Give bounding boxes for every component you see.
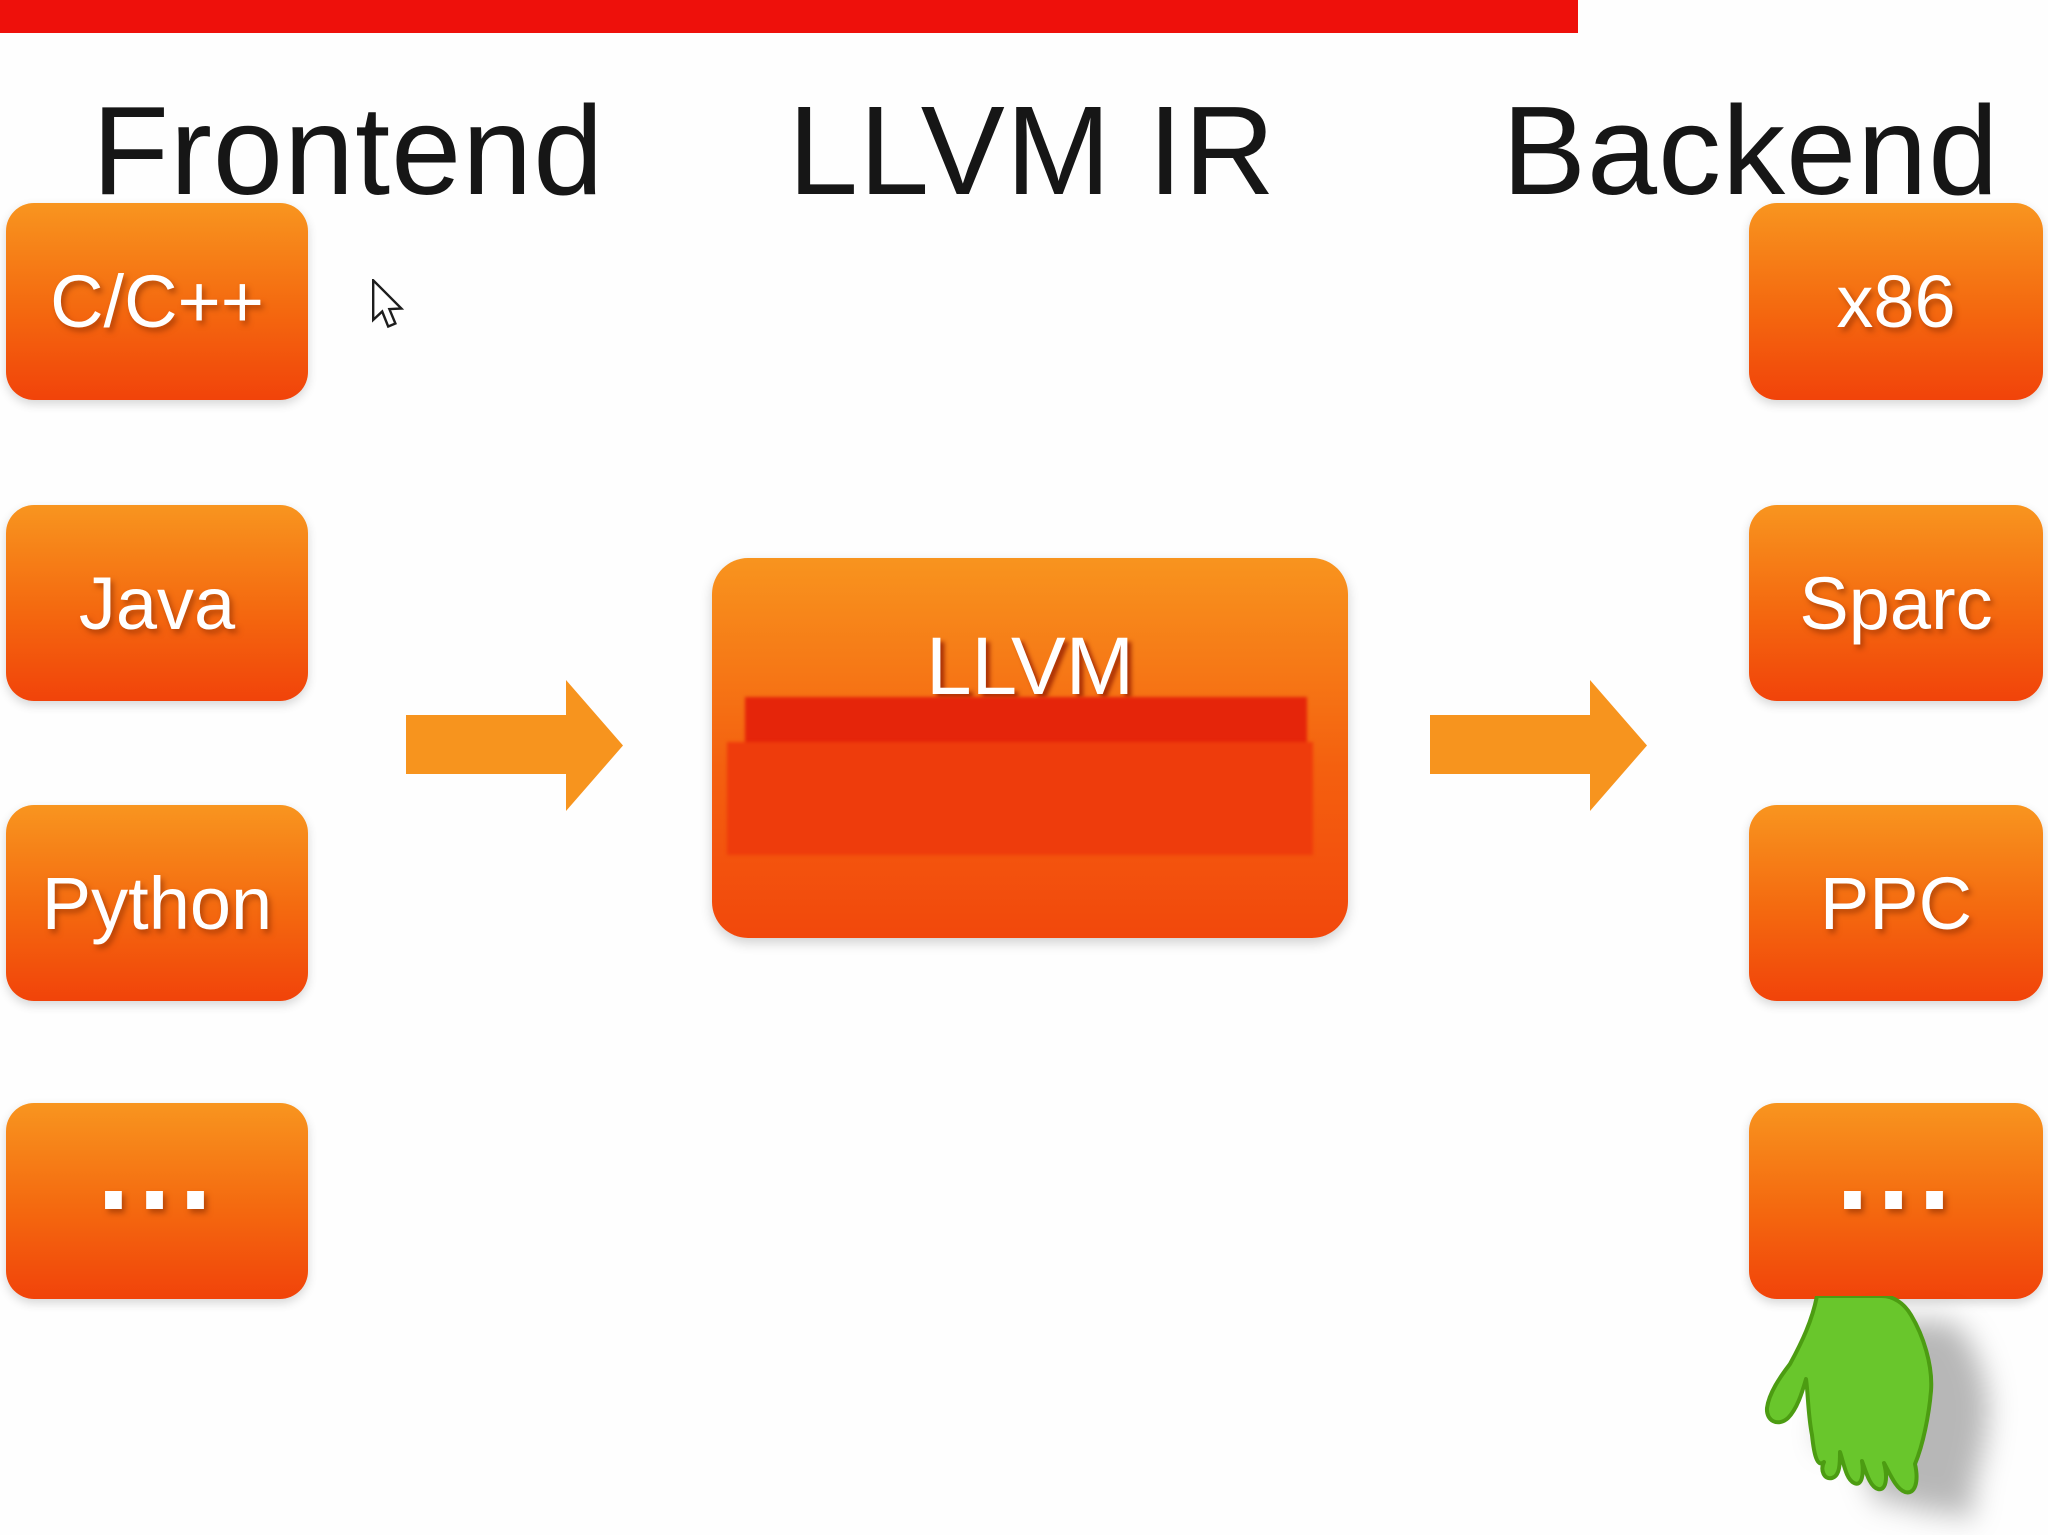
backend-box-x86: x86 <box>1749 203 2043 400</box>
backend-box-sparc-label: Sparc <box>1799 561 1993 645</box>
green-hand-pointer-icon <box>1764 1296 1934 1495</box>
backend-box-ellipsis: ... <box>1749 1103 2043 1299</box>
backend-box-ppc-label: PPC <box>1819 861 1973 945</box>
frontend-box-python-label: Python <box>41 861 273 945</box>
backend-box-x86-label: x86 <box>1836 260 1956 343</box>
frontend-box-c-cpp-label: C/C++ <box>50 260 264 343</box>
arrow-llvm-to-backend-icon <box>1430 680 1647 811</box>
video-progress-bar[interactable] <box>0 0 1578 33</box>
llvm-ir-box-label: LLVM <box>925 621 1135 712</box>
frontend-box-ellipsis-label: ... <box>95 1122 219 1232</box>
frontend-box-ellipsis: ... <box>6 1103 308 1299</box>
backend-box-ellipsis-label: ... <box>1834 1122 1958 1232</box>
frontend-box-java: Java <box>6 505 308 701</box>
frontend-box-c-cpp: C/C++ <box>6 203 308 400</box>
heading-llvm-ir: LLVM IR <box>788 80 1276 221</box>
backend-box-ppc: PPC <box>1749 805 2043 1001</box>
frontend-box-java-label: Java <box>78 561 236 645</box>
arrow-frontend-to-llvm-icon <box>406 680 623 811</box>
llvm-ir-box: LLVM <box>712 558 1348 938</box>
mouse-cursor-icon <box>372 279 405 329</box>
frontend-box-python: Python <box>6 805 308 1001</box>
heading-backend: Backend <box>1502 80 2000 221</box>
backend-box-sparc: Sparc <box>1749 505 2043 701</box>
redaction-band-bottom <box>727 742 1313 855</box>
heading-frontend: Frontend <box>92 80 605 221</box>
